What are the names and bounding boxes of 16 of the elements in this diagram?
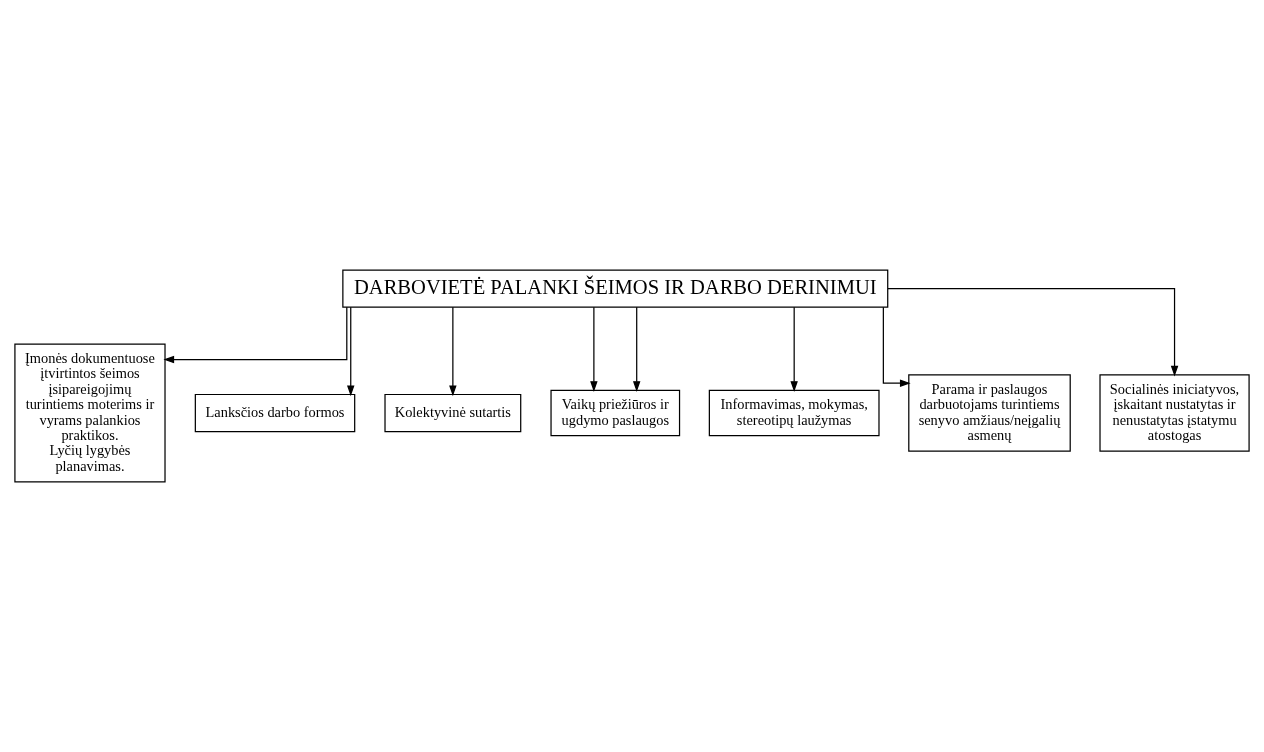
node-box: Parama ir paslaugos darbuotojams turintiems senyvo amžiaus/neįgalių asmenų: [908, 374, 1071, 452]
node-box: Socialinės iniciatyvos, įskaitant nustatytas ir nenustatytas įstatymu atostogas: [1099, 374, 1250, 452]
arrow: [163, 306, 348, 364]
arrow: [790, 306, 798, 392]
node-box: Lanksčios darbo formos: [194, 393, 356, 433]
node-box: DARBOVIETĖ PALANKI ŠEIMOS IR DARBO DERINIMUI: [342, 269, 889, 308]
arrow: [347, 306, 355, 397]
arrow: [887, 288, 1179, 377]
arrow: [882, 306, 911, 387]
node-box: Kolektyvinė sutartis: [384, 393, 522, 433]
arrow: [449, 306, 457, 397]
arrow: [590, 306, 598, 392]
node-box: Informavimas, mokymas, stereotipų laužymas: [708, 389, 880, 437]
node-box: Vaikų priežiūros ir ugdymo paslaugos: [550, 389, 681, 437]
node-box: Įmonės dokumentuose įtvirtintos šeimos įsipareigojimų turintiems moterims ir vyrams palankios praktikos. Lyčių lygybės planavimas.: [14, 343, 166, 483]
arrow: [632, 306, 641, 392]
